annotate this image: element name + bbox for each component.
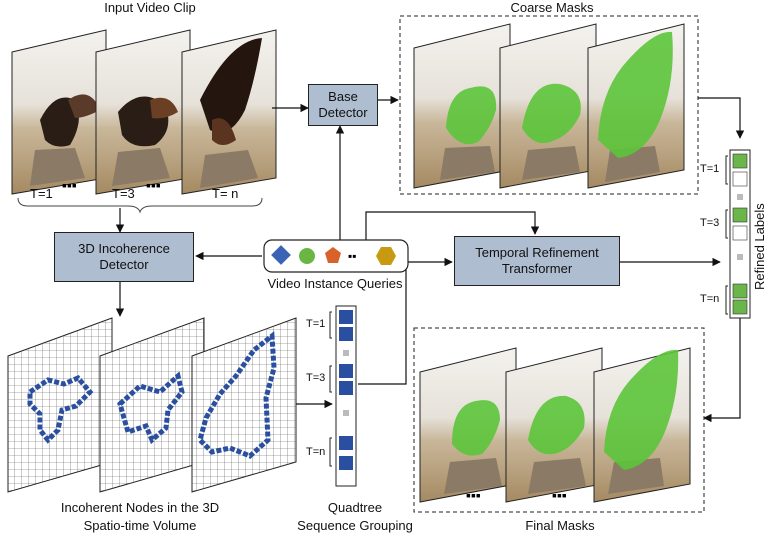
label-tick-t1: T=1: [700, 163, 720, 175]
input-t1-label: T=1: [30, 186, 53, 201]
final-dots-1: ▪▪▪: [466, 487, 481, 503]
input-t3-label: T=3: [112, 186, 135, 201]
input-frame-1: [11, 29, 107, 195]
final-masks-title: Final Masks: [525, 518, 595, 533]
coarse-frame-3: [587, 23, 685, 189]
seq-bracket-3: [329, 365, 332, 393]
coarse-masks-region: [399, 15, 699, 195]
trt-line2: Transformer: [501, 261, 573, 276]
edge-queries-to-trt: [365, 211, 540, 240]
incoherence-detector-box: 3D Incoherence Detector: [54, 232, 194, 282]
label-bracket-3: [725, 209, 728, 239]
coarse-frame-2: [499, 23, 597, 189]
query-hexagon-icon: [376, 247, 396, 265]
query-circle-icon: [299, 248, 315, 264]
refined-labels-column: [729, 149, 751, 319]
seq-bracket-1: [329, 311, 332, 339]
label-bracket-1: [725, 155, 728, 185]
input-frame-3: [181, 29, 277, 195]
edge-coarse-to-labels: [698, 97, 745, 139]
input-dots-1: ▪▪▪: [62, 177, 77, 193]
final-frame-3: [593, 347, 691, 503]
volume-caption-line1: Incoherent Nodes in the 3D: [60, 500, 220, 515]
final-frame-2: [505, 347, 603, 503]
final-dots-2: ▪▪▪: [552, 487, 567, 503]
quadtree-line2: Sequence Grouping: [297, 518, 413, 533]
label-bracket-n: [725, 285, 728, 315]
base-detector-line1: Base: [328, 89, 358, 104]
volume-slice-2: [99, 317, 205, 493]
trt-box: Temporal Refinement Transformer: [454, 236, 620, 286]
volume-slice-1: [7, 317, 113, 493]
input-clip-title: Input Video Clip: [104, 0, 196, 15]
base-detector-box: Base Detector: [308, 84, 378, 126]
seq-tick-t1: T=1: [306, 318, 326, 330]
quadtree-sequence: [335, 305, 357, 487]
quadtree-line1: Quadtree: [327, 500, 383, 515]
seq-tick-tn: T=n: [306, 446, 326, 458]
queries-label: Video Instance Queries: [267, 276, 403, 291]
base-detector-line2: Detector: [318, 105, 368, 120]
query-dots: ▪▪: [348, 249, 357, 263]
label-tick-tn: T=n: [700, 293, 720, 305]
seq-bracket-n: [329, 437, 332, 467]
coarse-masks-title: Coarse Masks: [510, 0, 594, 15]
trt-line1: Temporal Refinement: [475, 245, 599, 260]
edge-labels-to-final: [703, 318, 741, 423]
final-masks-region: [413, 327, 705, 513]
seq-tick-t3: T=3: [306, 372, 326, 384]
input-tn-label: T= n: [212, 186, 239, 201]
query-diamond-icon: [271, 245, 291, 265]
input-frame-2: [95, 29, 191, 195]
label-tick-t3: T=3: [700, 217, 720, 229]
query-pentagon-icon: [325, 247, 341, 263]
input-dots-2: ▪▪▪: [146, 177, 161, 193]
incoherence-line1: 3D Incoherence: [78, 241, 170, 256]
volume-slice-3: [191, 317, 297, 493]
incoherence-line2: Detector: [99, 257, 149, 272]
refined-labels-title: Refined Labels: [752, 203, 767, 290]
coarse-frame-1: [413, 23, 511, 189]
volume-caption-line2: Spatio-time Volume: [83, 518, 197, 533]
edge-sequence-to-trt: [358, 257, 453, 385]
input-brace: [17, 197, 263, 214]
final-frame-1: [419, 347, 517, 503]
